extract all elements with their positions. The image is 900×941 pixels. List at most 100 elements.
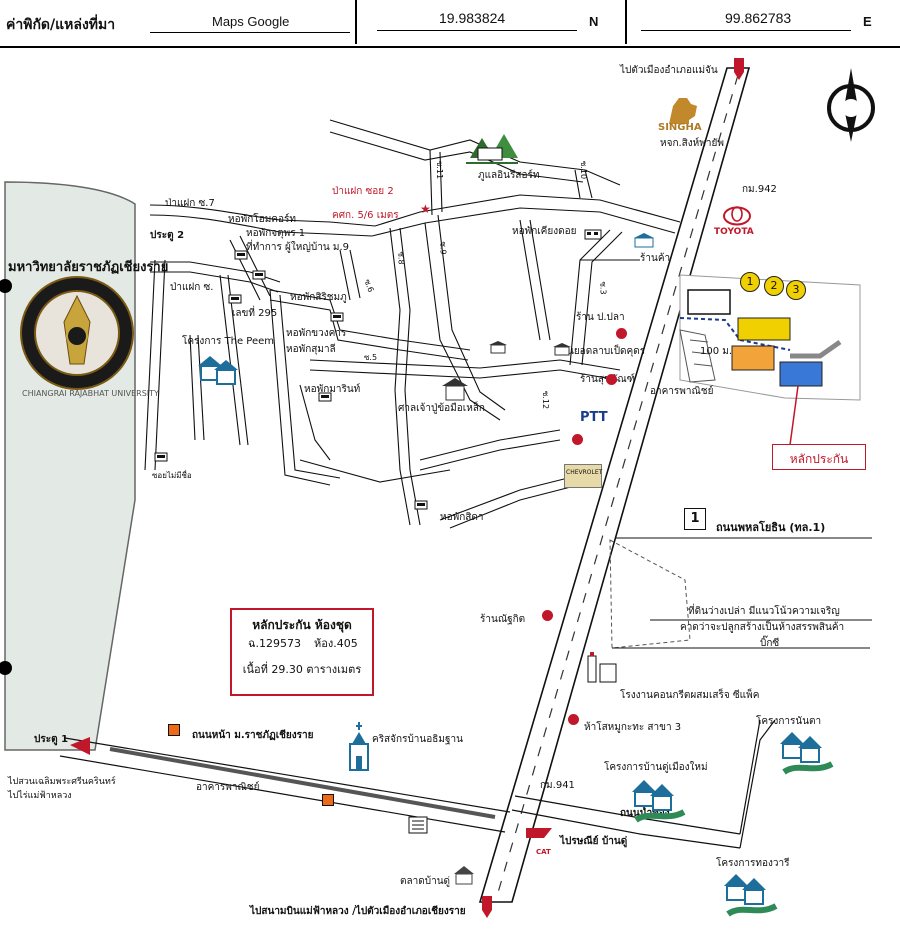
seal-text: CHIANGRAI RAJABHAT UNIVERSITY — [22, 389, 159, 398]
shop-pla-label: ร้าน ป.ปลา — [576, 312, 625, 323]
shop-icon — [634, 233, 654, 248]
shop-nanti-label: ร้านณัฐกิต — [480, 614, 526, 625]
cat-logo-text: CAT — [536, 848, 551, 856]
car-dealer-icon: CHEVROLET — [564, 464, 602, 488]
lot-marker-2: 2 — [764, 276, 784, 296]
church-label: คริสจักรบ้านอธิมฐาน — [372, 734, 463, 745]
dorm-kiang-icon — [584, 229, 602, 240]
dorm-home-label: หอพักโฮมคอร์ท — [228, 214, 296, 225]
commercial-building-icon — [408, 816, 428, 834]
longitude-value: 99.862783 — [725, 10, 792, 26]
dorm-icon-2 — [252, 270, 266, 280]
collateral-label: หลักประกัน — [789, 452, 849, 466]
proj-thong-house-icon — [724, 874, 778, 917]
latitude-value: 19.983824 — [439, 10, 506, 26]
coordinate-header: ค่าพิกัด/แหล่งที่มา Maps Google 19.98382… — [0, 0, 900, 48]
dorm-icon-7 — [414, 500, 428, 510]
singha-company-label: หจก.สิงห์พายัพ — [660, 138, 724, 149]
church-icon — [349, 722, 369, 771]
proj-nanta-label: โครงการนันตา — [756, 716, 822, 727]
soi-9-label: ซ.9 — [438, 241, 448, 255]
the-peem-label: โครงการ The Peem — [182, 336, 275, 347]
namthong-road — [511, 719, 776, 849]
no295-label: เลขที่ 295 — [232, 308, 278, 319]
kitchen-pin — [568, 714, 579, 725]
shop-sup-pin — [606, 374, 617, 385]
ptt-label: PTT — [580, 410, 608, 425]
dorm-chutha-label: หอพักจตุพร 1 — [246, 228, 306, 239]
dorm-marin-label: หอพักมารินท์ — [304, 384, 361, 395]
compass-icon — [827, 68, 875, 142]
to-airport-label: ไปสนามบินแม่ฟ้าหลวง /ไปตัวเมืองอำเภอเชีย… — [250, 906, 466, 917]
proj-meuang-house-icon — [632, 780, 686, 823]
phahonyothin-highway — [478, 67, 751, 903]
shop-pla-pin — [616, 328, 627, 339]
dorm-icon-6 — [154, 452, 168, 462]
dorm-suma-label: หอพักสุมาลี — [286, 344, 336, 355]
dorm-kiang-label: หอพักเคียงดอย — [512, 226, 577, 237]
highway-1-shield: 1 — [684, 508, 706, 530]
toyota-text: TOYOTA — [714, 227, 754, 237]
arrow-north — [734, 58, 744, 80]
the-peem-house-icon — [198, 356, 238, 385]
concrete-label: โรงงานคอนกรีตผสมเสร็จ ซีแพ็ค — [620, 690, 760, 701]
red-star-icon: ★ — [420, 202, 431, 216]
header-source-cell: ค่าพิกัด/แหล่งที่มา Maps Google — [0, 0, 357, 44]
singha-lion-icon — [669, 98, 697, 124]
coordinate-source-label: ค่าพิกัด/แหล่งที่มา — [6, 17, 116, 33]
seven-eleven-icon-1 — [168, 724, 180, 736]
compass-north-label: N — [847, 87, 856, 98]
pa-fak-7-label: ป่าแฝก ซ.7 — [165, 198, 215, 209]
gate1-label: ประตู 1 — [34, 734, 69, 745]
arrow-south — [482, 896, 492, 918]
proj-thong-label: โครงการทองวารี — [716, 858, 790, 869]
collateral-deed: ฉ.129573 — [248, 637, 301, 650]
collateral-area: เนื้อที่ 29.30 ตารางเมตร — [242, 663, 362, 676]
shrine-icon — [442, 378, 468, 401]
proj-meuang-label: โครงการบ้านดู่เมืองใหม่ — [604, 762, 708, 773]
kitchen-label: ห้าโสหมูกะทะ สาขา 3 — [584, 722, 682, 733]
seven-eleven-icon-2 — [322, 794, 334, 806]
lat-underline — [377, 30, 577, 31]
resort-icon — [466, 134, 518, 164]
gate2-label: ประตู 2 — [150, 230, 185, 241]
dorm-icon-5 — [318, 392, 332, 402]
soi-8-label: ซ.8 — [396, 251, 406, 265]
vacant-label: ที่ดินว่างเปล่า มีแนวโน้วความเจริญ — [688, 606, 840, 617]
soi-11-label: ซ.11 — [435, 160, 445, 180]
bigc-label: บิ๊กซี — [760, 638, 780, 649]
to-rai-label: ไปไร่แม่ฟ้าหลวง — [8, 791, 72, 801]
market-label: ตลาดบ้านดู่ — [400, 876, 451, 887]
soi-12-label: ซ.12 — [541, 390, 551, 410]
collateral-room: ห้อง.405 — [314, 637, 358, 650]
collateral-info-box: หลักประกัน ห้องชุด ฉ.129573 ห้อง.405 เนื… — [230, 608, 374, 696]
dorm-siri-label: หอพักสิริชมภู — [290, 292, 347, 303]
office-label: คศก. 5/6 เมตร — [332, 210, 399, 221]
soi-network — [144, 119, 681, 529]
campus-marker-2 — [0, 661, 12, 675]
commercial-label: อาคารพาณิชย์ — [650, 386, 714, 397]
collateral-pointer — [789, 385, 799, 446]
post-label: ไปรษณีย์ บ้านดู่ — [560, 836, 628, 847]
header-lat-cell: 19.983824 N — [357, 0, 627, 44]
dorm-sida-label: หอพักสิดา — [440, 512, 484, 523]
vacant-label-2: คาดว่าจะปลูกสร้างเป็นห้างสรรพสินค้า — [680, 622, 845, 633]
km942-label: กม.942 — [742, 184, 777, 195]
property-inset — [679, 274, 861, 401]
dorm-icon-4 — [330, 312, 344, 322]
phu-lae-resort-label: ภูแลอินรีสอร์ท — [478, 170, 540, 181]
university-label: มหาวิทยาลัยราชภัฏเชียงราย — [8, 260, 169, 275]
singha-logo-text: SINGHA — [658, 122, 702, 133]
shop-yod-label: ร้านยอดลาบเป็ดคุดร — [556, 346, 646, 357]
latitude-dir: N — [589, 14, 599, 29]
ptt-pin — [572, 434, 583, 445]
km941-label: กม.941 — [540, 780, 575, 791]
soi-no-name-label: ซอยไม่มีชื่อ — [152, 471, 192, 480]
dorm-icon-3 — [228, 294, 242, 304]
vacant-land-area — [609, 539, 691, 649]
cat-logo-icon — [526, 828, 552, 838]
soi-10-label: ซ.10 — [579, 160, 589, 180]
lot-marker-1: 1 — [740, 272, 760, 292]
shrine-label: ศาลเจ้าปู่ข้อมือเหล็ก — [398, 403, 485, 414]
source-value: Maps Google — [212, 14, 290, 29]
